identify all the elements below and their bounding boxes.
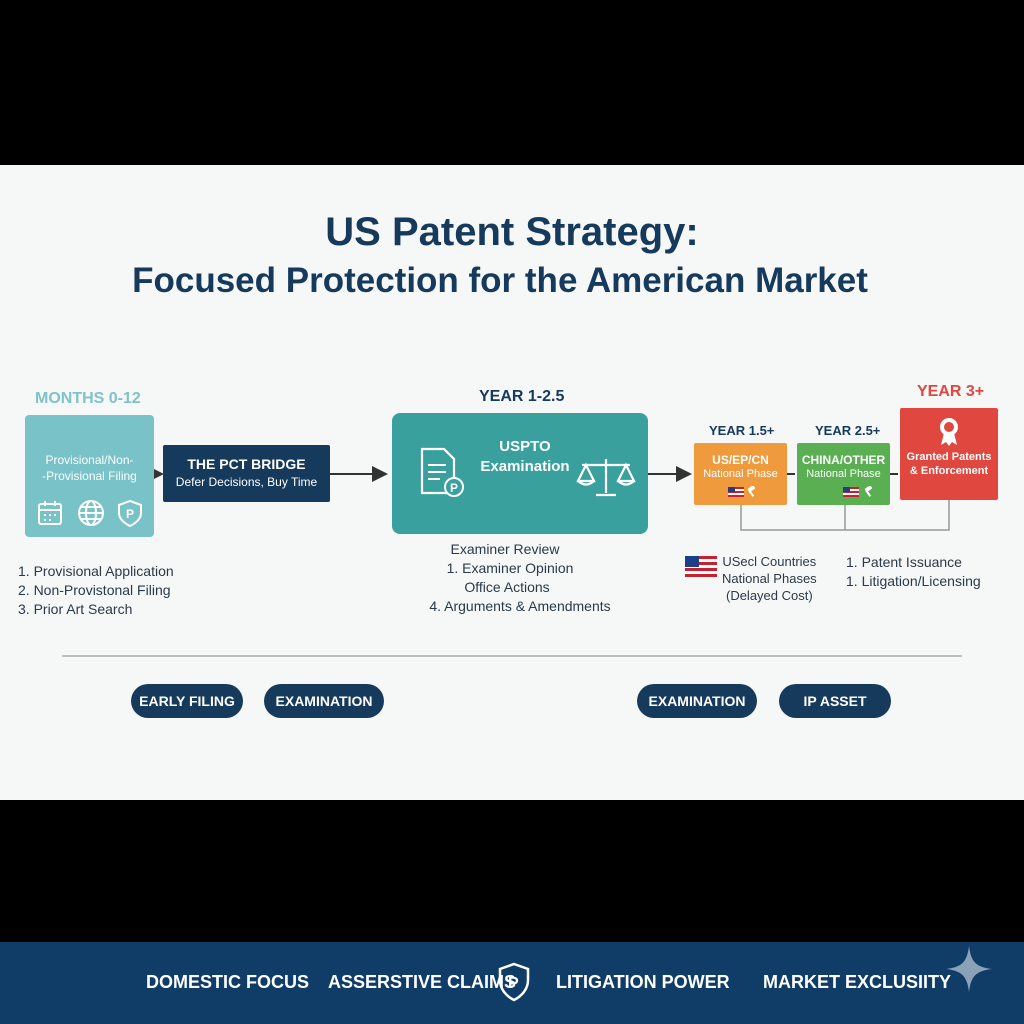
box-pct-bridge: THE PCT BRIDGE Defer Decisions, Buy Time bbox=[163, 445, 330, 502]
slide: US Patent Strategy: Focused Protection f… bbox=[0, 165, 1024, 800]
list-item: 3. Prior Art Search bbox=[18, 601, 133, 617]
patent-shield-icon: P bbox=[118, 499, 142, 527]
list-item: 4. Arguments & Amendments bbox=[429, 598, 611, 614]
uspto-subtitle: Examination bbox=[480, 458, 570, 475]
gavel-icon bbox=[864, 486, 873, 497]
box-us-ep-cn-national-phase: US/EP/CN National Phase bbox=[694, 443, 787, 505]
china-other-title: CHINA/OTHER bbox=[801, 453, 886, 467]
uspto-title: USPTO bbox=[499, 438, 551, 455]
box-china-other-national-phase: CHINA/OTHER National Phase bbox=[797, 443, 890, 505]
china-other-subtitle: National Phase bbox=[806, 468, 881, 480]
list-item: 1. Examiner Opinion bbox=[446, 560, 574, 576]
box-uspto-examination: P USPTO Examination bbox=[392, 413, 648, 534]
pill-ip-asset: IP ASSET bbox=[779, 684, 891, 718]
footer-item-domestic-focus: DOMESTIC FOCUS bbox=[146, 972, 310, 992]
svg-text:P: P bbox=[126, 507, 134, 521]
box-provisional-filing: Provisional/Non- -Provisional Filing P bbox=[25, 415, 154, 537]
award-ribbon-icon bbox=[940, 418, 958, 446]
footer-bar: DOMESTIC FOCUS ASSERSTIVE CLAIMS P LITIG… bbox=[0, 942, 1024, 1024]
list-item: Examiner Review bbox=[450, 541, 560, 557]
list-item: (Delayed Cost) bbox=[725, 588, 813, 603]
us-flag-icon bbox=[843, 486, 873, 497]
shield-p-icon: P bbox=[498, 962, 530, 1002]
box-provisional-icons: P bbox=[38, 499, 142, 527]
title-line-2: Focused Protection for the American Mark… bbox=[132, 261, 868, 300]
phase-label-year-2-5: YEAR 2.5+ bbox=[815, 423, 881, 438]
list-item: 1. Patent Issuance bbox=[846, 554, 962, 570]
us-ep-cn-subtitle: National Phase bbox=[703, 468, 778, 480]
list-item: 2. Non-Provistonal Filing bbox=[18, 582, 171, 598]
title-line-1: US Patent Strategy: bbox=[325, 210, 699, 254]
list-item: National Phases bbox=[722, 571, 817, 586]
bracket-lines bbox=[740, 500, 950, 531]
document-patent-icon: P bbox=[420, 447, 464, 497]
us-flag-icon bbox=[685, 556, 717, 578]
pct-subtitle: Defer Decisions, Buy Time bbox=[175, 475, 318, 489]
phase-label-months: MONTHS 0-12 bbox=[35, 390, 141, 407]
box-provisional-line-1: Provisional/Non- bbox=[45, 453, 134, 467]
pct-title: THE PCT BRIDGE bbox=[187, 456, 306, 472]
svg-text:P: P bbox=[450, 481, 458, 495]
us-ep-cn-title: US/EP/CN bbox=[712, 453, 769, 467]
phase-label-year-1-5: YEAR 1.5+ bbox=[709, 423, 775, 438]
list-item: USecl Countries bbox=[722, 554, 817, 569]
list-item: 1. Provisional Application bbox=[18, 563, 174, 579]
list-item: 1. Litigation/Licensing bbox=[846, 573, 981, 589]
scales-icon bbox=[576, 459, 636, 497]
list-item: Office Actions bbox=[464, 579, 550, 595]
sparkle-icon bbox=[946, 946, 992, 992]
box-granted-patents: Granted Patents & Enforcement bbox=[900, 408, 998, 500]
us-flag-icon bbox=[728, 486, 756, 497]
box-provisional-line-2: -Provisional Filing bbox=[42, 469, 137, 483]
footer-item-litigation-power: LITIGATION POWER bbox=[556, 972, 730, 992]
footer-item-market-exclusivity: MARKET EXCLUSIITY bbox=[763, 972, 952, 992]
pill-examination: EXAMINATION bbox=[264, 684, 384, 718]
pill-examination: EXAMINATION bbox=[637, 684, 757, 718]
svg-text:P: P bbox=[508, 975, 519, 992]
phase-label-year-3: YEAR 3+ bbox=[917, 383, 985, 400]
flow-connectors bbox=[62, 466, 962, 657]
pill-early-filing: EARLY FILING bbox=[131, 684, 243, 718]
footer-item-assertive-claims: ASSERSTIVE CLAIMS bbox=[328, 972, 517, 992]
globe-icon bbox=[78, 500, 104, 526]
calendar-icon bbox=[38, 501, 62, 525]
list-examination: Examiner Review 1. Examiner Opinion Offi… bbox=[405, 540, 635, 616]
list-national: USecl Countries National Phases (Delayed… bbox=[722, 553, 817, 604]
granted-subtitle: & Enforcement bbox=[909, 465, 989, 477]
granted-title: Granted Patents bbox=[906, 451, 992, 463]
list-filing: 1. Provisional Application 2. Non-Provis… bbox=[18, 562, 174, 619]
list-grant: 1. Patent Issuance 1. Litigation/Licensi… bbox=[846, 553, 981, 591]
gavel-icon bbox=[747, 486, 756, 497]
phase-label-year-1: YEAR 1-2.5 bbox=[479, 388, 565, 405]
